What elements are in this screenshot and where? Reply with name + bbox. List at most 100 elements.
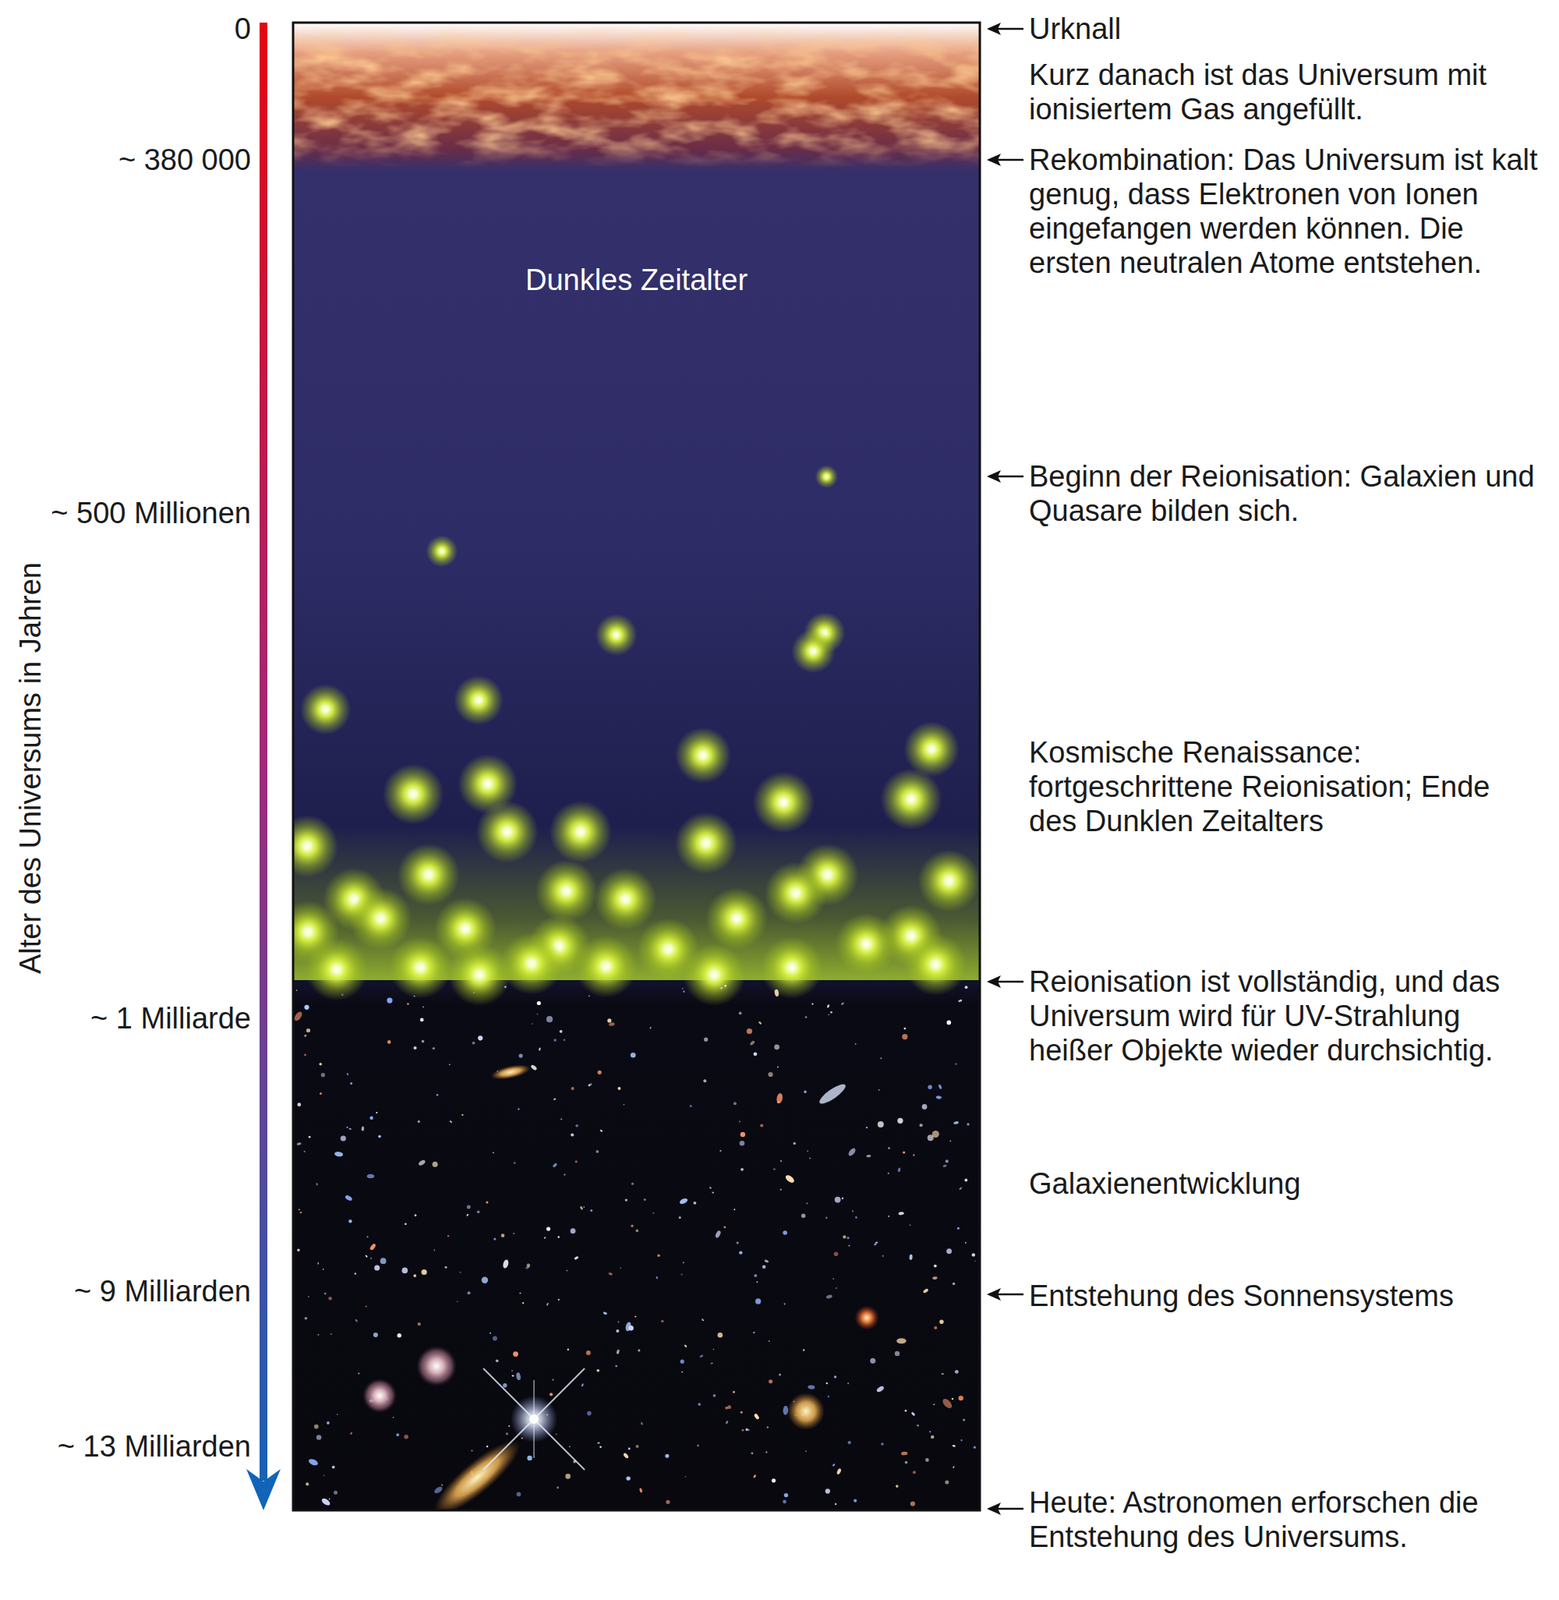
distant-galaxy [949, 1140, 951, 1142]
distant-galaxy [304, 1053, 307, 1057]
distant-galaxy [711, 1191, 715, 1194]
distant-galaxy [354, 1318, 358, 1323]
distant-galaxy [508, 1424, 510, 1427]
distant-galaxy [348, 1127, 352, 1130]
distant-galaxy [369, 1115, 374, 1120]
distant-galaxy [912, 1153, 916, 1156]
distant-galaxy [927, 1134, 934, 1141]
distant-galaxy [929, 1430, 931, 1432]
distant-galaxy [835, 1286, 838, 1289]
distant-galaxy [622, 1451, 630, 1459]
distant-galaxy [602, 1311, 608, 1315]
distant-galaxy [714, 1229, 722, 1238]
distant-galaxy [736, 1240, 739, 1244]
distant-galaxy [880, 1057, 882, 1059]
distant-galaxy [895, 1484, 899, 1488]
distant-galaxy [643, 1198, 647, 1201]
distant-galaxy [773, 1167, 775, 1170]
leader-arrowhead [986, 1287, 1001, 1301]
distant-galaxy [581, 1382, 585, 1387]
distant-galaxy [944, 1479, 949, 1484]
distant-galaxy [880, 1442, 884, 1446]
distant-galaxy [364, 1254, 368, 1258]
distant-galaxy [513, 1161, 517, 1164]
distant-galaxy [354, 1272, 358, 1275]
distant-galaxy [901, 1450, 909, 1455]
distant-galaxy [565, 1473, 571, 1479]
distant-galaxy [597, 1070, 602, 1075]
glowing-galaxy [682, 943, 746, 1006]
distant-galaxy [831, 1463, 835, 1467]
distant-galaxy [784, 1302, 786, 1305]
distant-galaxy [553, 1038, 557, 1042]
distant-galaxy [448, 1120, 453, 1124]
distant-galaxy [579, 1205, 584, 1210]
distant-galaxy [703, 1078, 707, 1082]
distant-galaxy [958, 1395, 964, 1400]
distant-galaxy [953, 1120, 959, 1125]
glowing-galaxy [388, 936, 452, 999]
distant-galaxy [346, 1126, 349, 1128]
distant-galaxy [630, 1223, 634, 1227]
distant-galaxy [682, 987, 684, 990]
distant-galaxy [304, 1004, 309, 1010]
event-label: Entstehung des Sonnensystems [1028, 1278, 1544, 1313]
distant-galaxy [519, 1291, 521, 1294]
leader-arrowhead [986, 153, 1001, 167]
leader-line [997, 159, 1024, 162]
distant-galaxy [745, 1428, 749, 1431]
distant-galaxy [752, 1330, 756, 1333]
distant-galaxy [958, 998, 963, 1002]
distant-galaxy [575, 1124, 579, 1128]
distant-galaxy [699, 1353, 704, 1358]
axis-value: 0 [15, 11, 251, 46]
distant-galaxy [740, 1167, 744, 1171]
distant-galaxy [588, 994, 591, 997]
distant-galaxy [555, 1433, 558, 1436]
distant-galaxy [456, 1300, 459, 1302]
distant-galaxy [631, 1182, 634, 1185]
distant-galaxy [904, 1027, 907, 1030]
glowing-galaxy [705, 887, 768, 950]
galaxy [416, 1345, 457, 1386]
distant-galaxy [639, 1487, 644, 1493]
distant-galaxy [962, 1418, 966, 1422]
distant-galaxy [841, 1197, 844, 1199]
glowing-galaxy [675, 727, 732, 784]
distant-galaxy [317, 1262, 319, 1265]
distant-galaxy [805, 1449, 807, 1452]
distant-galaxy [477, 1035, 483, 1040]
distant-galaxy [951, 1397, 954, 1400]
distant-galaxy [537, 1013, 539, 1015]
distant-galaxy [945, 1159, 949, 1163]
distant-galaxy [368, 1242, 377, 1251]
glowing-galaxy [453, 675, 504, 725]
distant-galaxy [505, 1431, 509, 1435]
distant-galaxy [492, 1336, 498, 1341]
leader-line [997, 1293, 1024, 1296]
distant-galaxy [834, 1196, 842, 1203]
distant-galaxy [420, 1018, 425, 1022]
distant-galaxy [319, 1092, 322, 1095]
distant-galaxy [511, 1369, 513, 1372]
distant-galaxy [481, 1276, 488, 1284]
distant-galaxy [346, 1072, 349, 1076]
distant-galaxy [322, 1268, 325, 1270]
distant-galaxy [738, 1011, 743, 1015]
distant-galaxy [477, 1210, 481, 1214]
distant-galaxy [742, 1428, 745, 1432]
distant-galaxy [615, 1364, 617, 1367]
glowing-galaxy [300, 683, 351, 735]
distant-galaxy [966, 1122, 969, 1125]
leader-arrowhead [986, 22, 1001, 36]
distant-galaxy [436, 1093, 439, 1096]
distant-galaxy [304, 1316, 308, 1320]
distant-galaxy [375, 1111, 378, 1114]
distant-galaxy [738, 1120, 741, 1122]
distant-galaxy [951, 1444, 956, 1447]
distant-galaxy [433, 1248, 435, 1251]
distant-galaxy [685, 1475, 687, 1478]
distant-galaxy [809, 1157, 811, 1160]
distant-galaxy [661, 1319, 664, 1323]
distant-galaxy [740, 1131, 746, 1137]
